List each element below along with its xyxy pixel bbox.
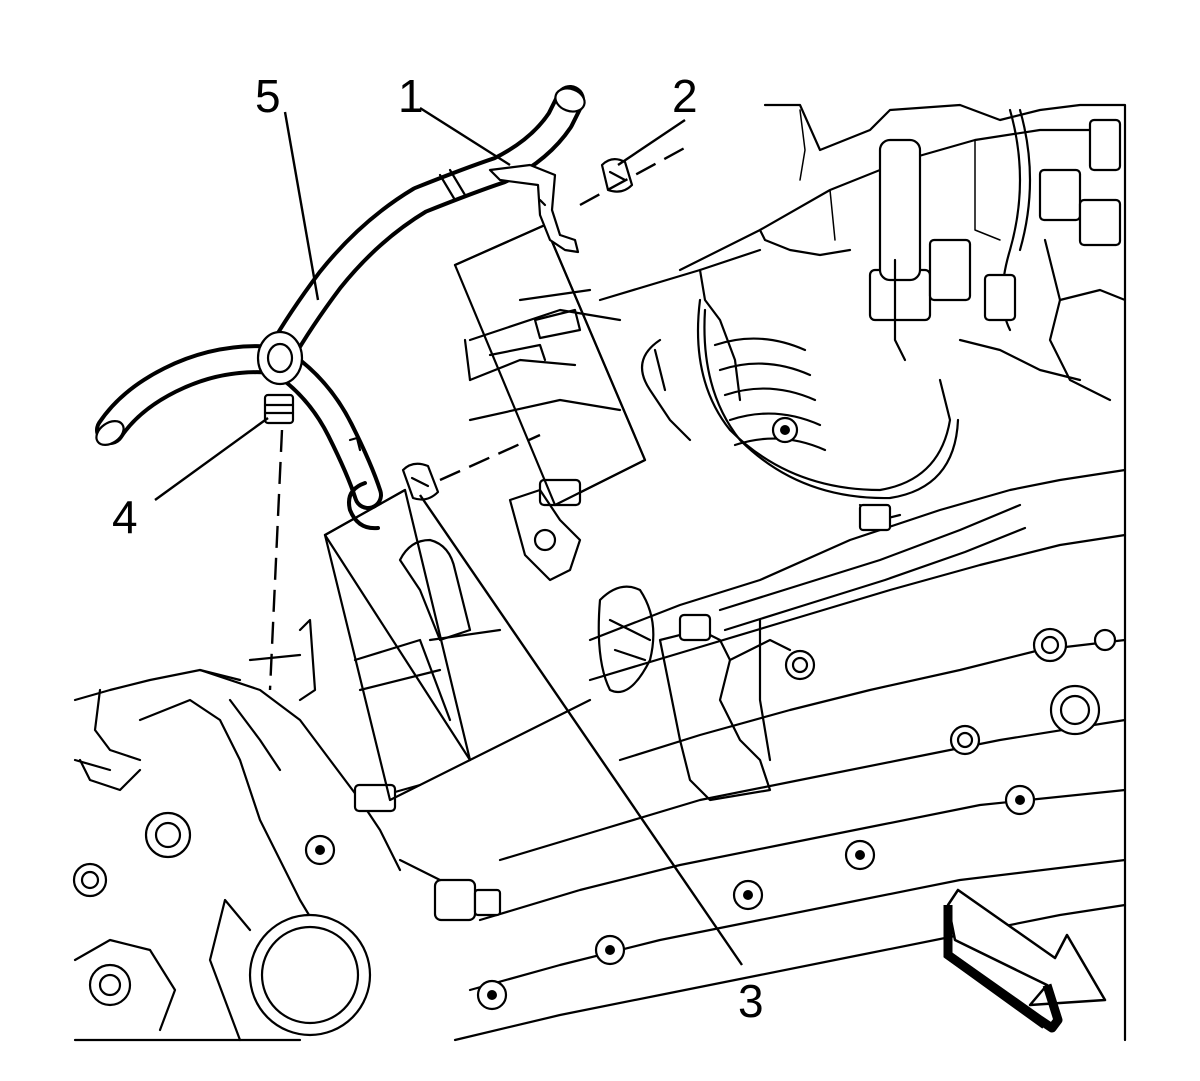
nut-lower (401, 462, 440, 501)
assembly-lines (268, 143, 691, 691)
leader-lines (154, 106, 743, 966)
flange-bolts (304, 784, 1036, 1011)
direction-arrow-icon (943, 888, 1107, 1033)
callout-1: 1 (398, 70, 424, 122)
callout-2: 2 (672, 70, 698, 122)
hose-clamp-lower (347, 481, 380, 531)
gasket-panels (323, 223, 647, 802)
callout-3: 3 (738, 975, 764, 1027)
coolant-hose (95, 85, 586, 510)
callout-labels: 1 2 3 4 5 (112, 70, 764, 1027)
engine-block-artwork (72, 103, 1127, 1042)
nut-upper (600, 158, 634, 193)
hose-bracket (488, 163, 580, 254)
callout-4: 4 (112, 491, 138, 543)
callout-5: 5 (255, 70, 281, 122)
hose-fitting (263, 393, 295, 425)
